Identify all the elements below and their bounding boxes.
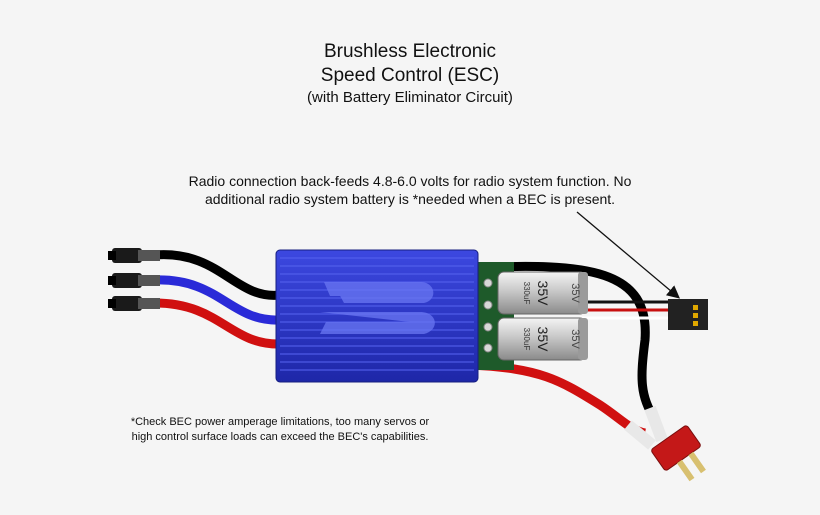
diagram-title-line-2: Speed Control (ESC)	[320, 65, 500, 86]
capacitor-2-capacitance: 330uF	[522, 328, 531, 351]
capacitor-icon: 35V 330uF 35V	[497, 317, 588, 361]
bec-note-line-2: additional radio system battery is *need…	[204, 191, 616, 207]
capacitor-2-voltage-rear: 35V	[569, 329, 581, 349]
motor-wire-red	[154, 298, 281, 349]
solder-pads	[483, 278, 493, 353]
motor-wire-blue	[154, 275, 281, 325]
bullet-connector-icon	[108, 273, 160, 288]
footnote-line-2: high control surface loads can exceed th…	[131, 431, 429, 443]
servo-connector-icon	[668, 299, 708, 330]
bullet-connector-icon	[108, 296, 160, 311]
battery-wire-red	[469, 360, 647, 438]
capacitor-1-capacitance: 330uF	[522, 282, 531, 305]
capacitor-icon: 35V 330uF 35V	[497, 271, 588, 315]
bec-note-line-1: Radio connection back-feeds 4.8-6.0 volt…	[188, 173, 632, 189]
footnote-line-1: *Check BEC power amperage limitations, t…	[130, 416, 430, 428]
servo-lead	[580, 300, 670, 320]
capacitor-1-voltage: 35V	[535, 281, 551, 307]
bullet-connector-icon	[108, 248, 160, 263]
capacitor-2-voltage: 35V	[535, 327, 551, 353]
deans-connector-icon	[651, 425, 706, 482]
diagram-subtitle: (with Battery Eliminator Circuit)	[307, 89, 513, 106]
brand-logo-icon	[320, 282, 435, 334]
diagram-title-line-1: Brushless Electronic	[323, 41, 497, 62]
bec-pointer-arrow	[576, 211, 680, 299]
capacitor-1-voltage-rear: 35V	[569, 283, 581, 303]
heatsink-icon	[275, 249, 479, 383]
motor-wire-black	[154, 250, 281, 300]
